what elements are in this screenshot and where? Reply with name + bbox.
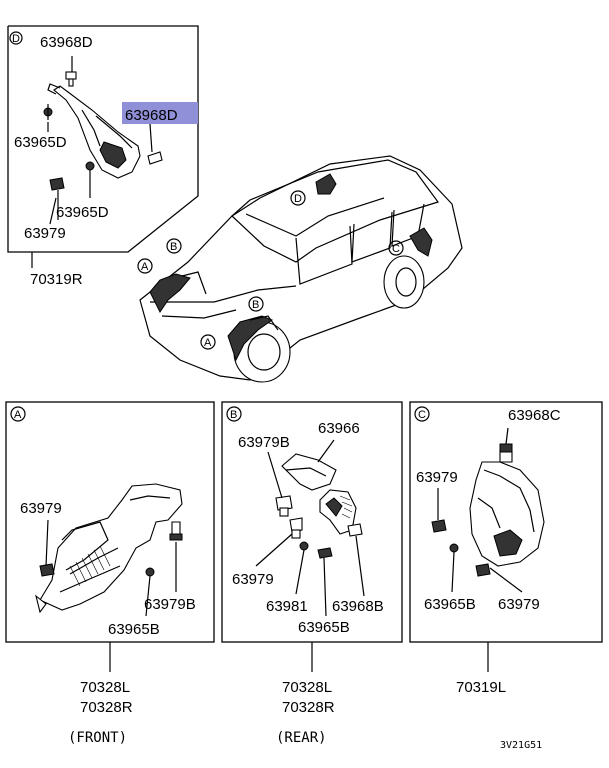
car-view: A B A B C D [137, 155, 463, 383]
highlight-box [122, 102, 198, 124]
part-label-63968c[interactable]: 63968C [508, 407, 561, 424]
part-label-63981[interactable]: 63981 [266, 598, 308, 615]
callout-d[interactable]: D [294, 193, 302, 205]
part-label-63979-c-bottom[interactable]: 63979 [498, 596, 540, 613]
bolt-icon [317, 547, 333, 559]
clip-icon [65, 71, 77, 87]
panel-d-circle: D [12, 33, 20, 45]
trim-cover-icon [47, 83, 141, 179]
screw-icon [85, 161, 95, 198]
panel-b: B 63979B 63966 63979 63981 63968B 63965B [221, 401, 403, 746]
bolt-icon [475, 563, 491, 577]
part-label-63979-d[interactable]: 63979 [24, 225, 66, 242]
screw-icon [449, 543, 459, 553]
clip-icon [499, 443, 513, 463]
rear-liner-icon [281, 453, 363, 537]
note-front: (FRONT) [68, 730, 127, 746]
part-label-63968b[interactable]: 63968B [332, 598, 384, 615]
part-label-63979-a[interactable]: 63979 [20, 500, 62, 517]
part-label-63968d-top[interactable]: 63968D [40, 34, 93, 51]
part-label-63965b-b[interactable]: 63965B [298, 619, 350, 636]
assembly-label-70328r-front[interactable]: 70328R [80, 699, 133, 716]
part-label-63979-c-top[interactable]: 63979 [416, 469, 458, 486]
front-liner-icon [35, 483, 183, 614]
panel-c-circle: C [418, 409, 426, 421]
panel-a: A 63979 63979B 63965B [5, 401, 215, 746]
clip-icon [169, 521, 183, 541]
part-label-63965d-left[interactable]: 63965D [14, 134, 67, 151]
part-label-63979-b[interactable]: 63979 [232, 571, 274, 588]
assembly-label-70319r[interactable]: 70319R [30, 271, 83, 288]
panel-a-circle: A [14, 409, 22, 421]
panel-b-circle: B [230, 409, 237, 421]
diagram-code: 3V21G51 [500, 740, 542, 751]
bolt-icon [49, 177, 65, 220]
assembly-label-70328l-front[interactable]: 70328L [80, 679, 130, 696]
part-label-63965b-a[interactable]: 63965B [108, 621, 160, 638]
bolt-icon [431, 519, 447, 533]
part-label-63979b-a[interactable]: 63979B [144, 596, 196, 613]
part-label-63965b-c[interactable]: 63965B [424, 596, 476, 613]
liner-icon [469, 461, 545, 567]
bolt-icon [39, 563, 55, 577]
clip-icon [289, 517, 303, 539]
part-label-63966[interactable]: 63966 [318, 420, 360, 437]
assembly-label-70328r-rear[interactable]: 70328R [282, 699, 335, 716]
screw-icon [43, 104, 53, 120]
callout-b-front-top[interactable]: B [170, 241, 177, 253]
screw-icon [299, 541, 309, 551]
assembly-label-70319l[interactable]: 70319L [456, 679, 506, 696]
callout-c[interactable]: C [392, 243, 400, 255]
note-rear: (REAR) [276, 730, 327, 746]
clip-icon [275, 495, 293, 517]
callout-a-front-top[interactable]: A [141, 261, 149, 273]
screw-icon [145, 567, 155, 577]
panel-d: D 63968D 63968D 63965D 63965D 63979 [7, 25, 199, 288]
callout-a-front-bottom[interactable]: A [204, 337, 212, 349]
plug-icon [147, 151, 163, 165]
panel-c: C 63968C 63979 63965B 63979 70319L [409, 401, 603, 696]
assembly-label-70328l-rear[interactable]: 70328L [282, 679, 332, 696]
part-label-63968d-highlighted[interactable]: 63968D [125, 107, 178, 124]
part-label-63965d-bottom[interactable]: 63965D [56, 204, 109, 221]
part-label-63979b-b[interactable]: 63979B [238, 434, 290, 451]
callout-b-rear[interactable]: B [252, 299, 259, 311]
